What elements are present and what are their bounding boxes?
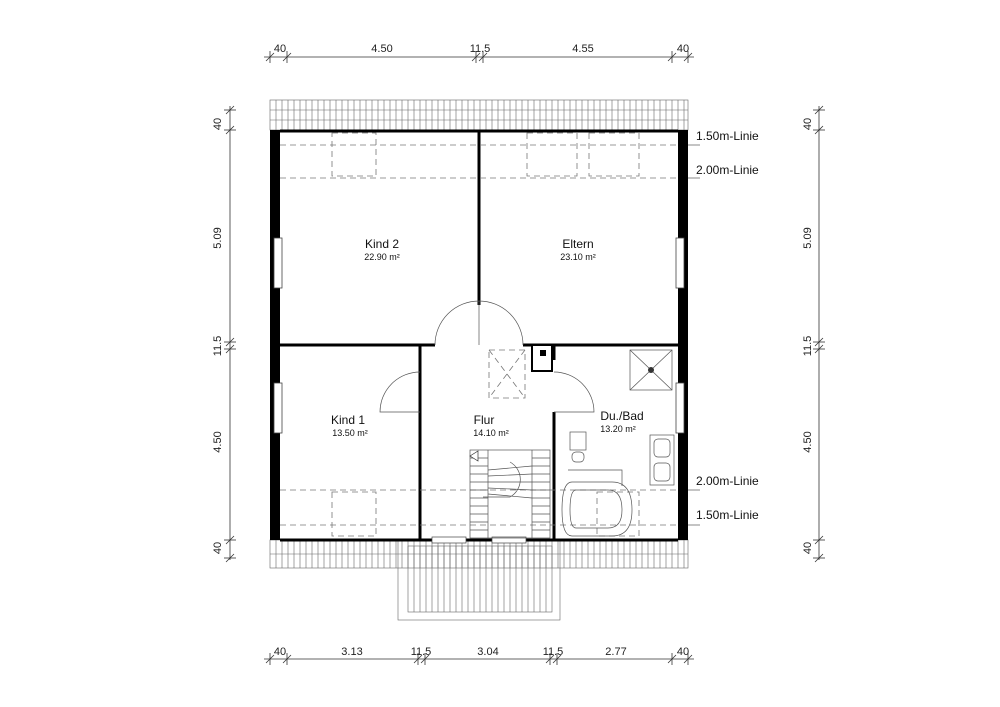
room-area: 13.50 m² [332,428,368,438]
dimension-top: 40 4.50 11.5 4.55 40 [264,43,694,63]
dim-left-3: 4.50 [212,431,224,452]
headroom-lines [280,132,678,537]
dim-bottom-3: 3.04 [477,646,498,658]
room-name: Eltern [562,237,593,251]
room-kind-2: Kind 2 22.90 m² [364,237,400,262]
dim-top-0: 40 [274,43,286,55]
dim-left-0: 40 [212,118,224,130]
line-label-top-200: 2.00m-Linie [696,163,759,177]
line-label-bottom-150: 1.50m-Linie [696,508,759,522]
room-name: Kind 1 [331,413,365,427]
room-area: 23.10 m² [560,252,596,262]
dim-left-2: 11.5 [212,336,224,357]
line-label-top-150: 1.50m-Linie [696,129,759,143]
dim-bottom-5: 2.77 [605,646,626,658]
dim-bottom-1: 3.13 [341,646,362,658]
staircase [469,449,551,539]
room-flur: Flur 14.10 m² [473,413,509,438]
room-eltern: Eltern 23.10 m² [560,237,596,262]
dim-bottom-6: 40 [677,646,689,658]
dim-top-4: 40 [677,43,689,55]
dim-top-2: 11.5 [470,43,491,55]
inner-walls [280,129,678,540]
dim-top-1: 4.50 [371,43,392,55]
dim-right-3: 4.50 [802,431,814,452]
room-kind-1: Kind 1 13.50 m² [331,413,368,438]
dim-right-2: 11.5 [802,336,814,357]
roof-top [269,99,689,131]
line-label-bottom-200: 2.00m-Linie [696,474,759,488]
room-du-bad: Du./Bad 13.20 m² [600,409,643,434]
room-name: Flur [474,413,495,427]
room-area: 13.20 m² [600,424,636,434]
room-name: Kind 2 [365,237,399,251]
outer-walls [270,130,688,544]
dim-right-0: 40 [802,118,814,130]
room-area: 22.90 m² [364,252,400,262]
room-area: 14.10 m² [473,428,509,438]
dimension-right: 40 5.09 11.5 4.50 40 [802,105,825,563]
dim-bottom-2: 11.5 [411,646,432,658]
bathroom-fixtures [561,349,675,537]
room-name: Du./Bad [600,409,643,423]
dim-bottom-0: 40 [274,646,286,658]
headroom-labels: 1.50m-Linie 2.00m-Linie 2.00m-Linie 1.50… [688,129,759,526]
dim-right-4: 40 [802,542,814,554]
dim-left-4: 40 [212,542,224,554]
dim-left-1: 5.09 [212,227,224,248]
dim-top-3: 4.55 [572,43,593,55]
dim-bottom-4: 11.5 [543,646,564,658]
roof-bottom [269,539,689,621]
dimension-left: 40 5.09 11.5 4.50 40 [212,105,236,563]
dim-right-1: 5.09 [802,227,814,248]
dimension-bottom: 40 3.13 11.5 3.04 11.5 2.77 40 [264,646,694,665]
